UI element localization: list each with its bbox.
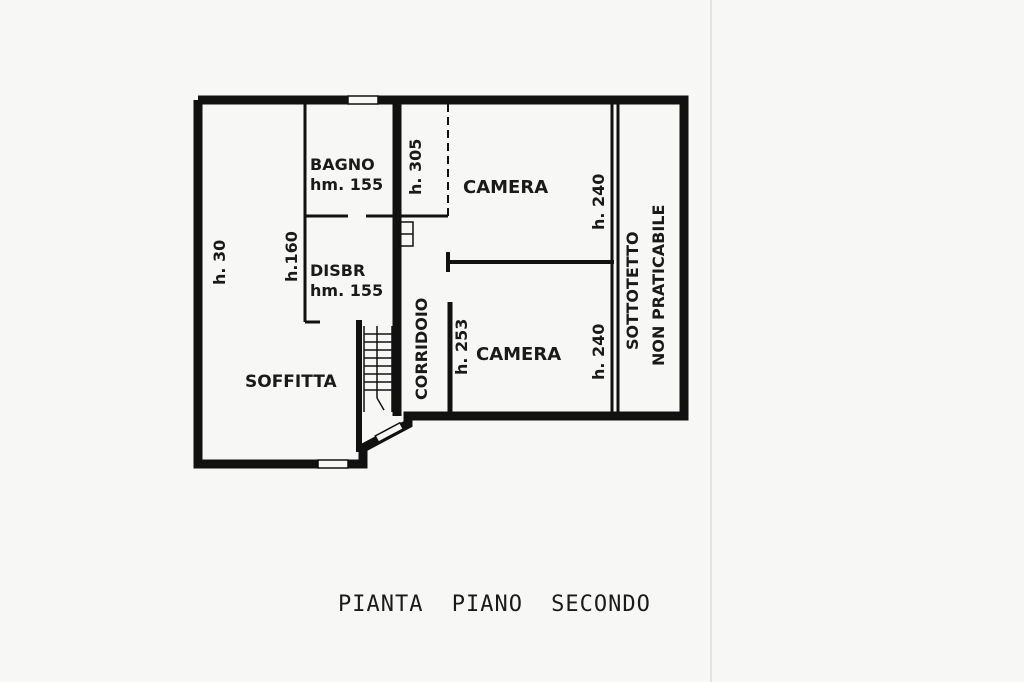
outer-walls — [193, 95, 689, 469]
camera-bottom-label: CAMERA — [476, 344, 561, 365]
disbr-label: DISBR — [310, 261, 365, 280]
window-top — [347, 95, 379, 105]
bagno-right-height: h. 305 — [406, 139, 425, 195]
disbr-height: hm. 155 — [310, 281, 383, 300]
camera-top-label: CAMERA — [463, 177, 548, 198]
sottotetto-sublabel: NON PRATICABILE — [649, 205, 668, 366]
soffitta-label: SOFFITTA — [245, 372, 338, 392]
stairs — [363, 221, 414, 412]
sottotetto-label: SOTTOTETTO — [623, 231, 642, 350]
inner-left-height: h.160 — [282, 231, 301, 282]
camera-top-height: h. 240 — [589, 174, 608, 230]
left-wall-height: h. 30 — [210, 240, 229, 285]
bagno-height: hm. 155 — [310, 175, 383, 194]
window-bottom — [317, 459, 349, 469]
camera-bottom-height: h. 240 — [589, 324, 608, 380]
window-corridor — [374, 421, 405, 444]
interior-walls — [303, 104, 620, 452]
sheet-divider — [710, 0, 712, 682]
corridoio-height: h. 253 — [452, 319, 471, 375]
bagno-label: BAGNO — [310, 155, 375, 174]
corridoio-label: CORRIDOIO — [412, 298, 431, 400]
plan-title: PIANTA PIANO SECONDO — [338, 592, 651, 617]
windows — [317, 95, 405, 469]
